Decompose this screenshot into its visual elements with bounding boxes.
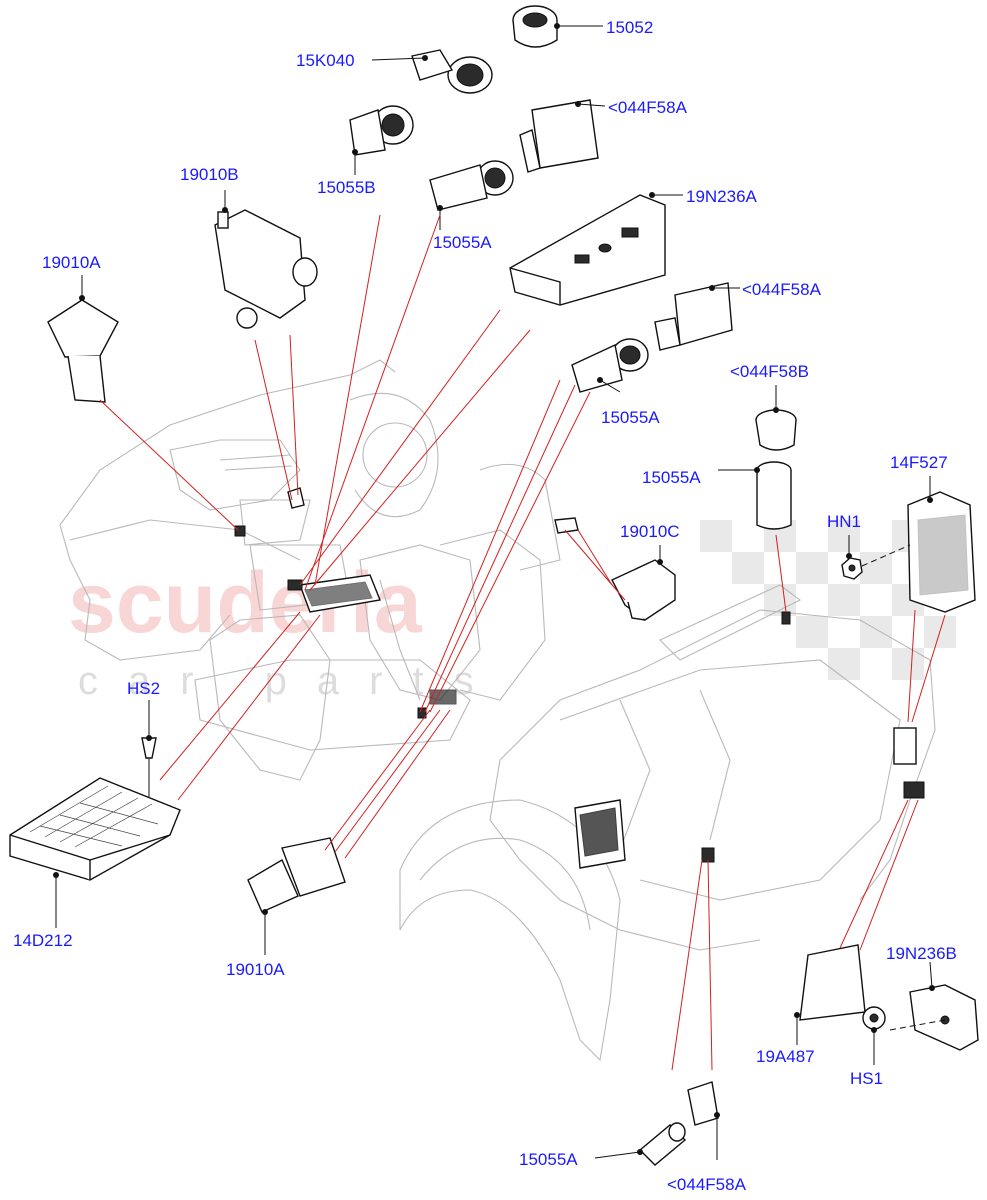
part-15052-illustration: [512, 5, 558, 48]
label-19A487: 19A487: [756, 1047, 815, 1066]
vehicle-small-components: [234, 487, 925, 869]
label-15055A-4: 15055A: [519, 1150, 578, 1169]
part-HN1-illustration: [841, 557, 863, 580]
label-15052: 15052: [606, 18, 653, 37]
leader-lines: [55, 25, 946, 1160]
part-19010C-illustration: [611, 559, 676, 621]
label-15055A-3: 15055A: [642, 468, 701, 487]
part-044F58A-bottom-illustration: [687, 1081, 719, 1126]
callout-labels: 15052 15K040 <044F58A 15055B 19010B 1505…: [13, 18, 957, 1194]
label-044F58A-3: <044F58A: [667, 1175, 747, 1194]
part-044F58B-illustration: [755, 409, 797, 451]
part-19N236A-illustration: [509, 194, 666, 306]
part-044F58A-mid-illustration: [654, 282, 733, 351]
label-15055A-1: 15055A: [433, 233, 492, 252]
label-15K040: 15K040: [296, 51, 355, 70]
label-19010A-1: 19010A: [42, 253, 101, 272]
part-15055A-3-illustration: [756, 461, 792, 530]
label-19010A-2: 19010A: [226, 960, 285, 979]
vehicle-interior-outline: [59, 359, 936, 1062]
label-19010B: 19010B: [180, 165, 239, 184]
part-15055A-4-illustration: [638, 1122, 687, 1166]
label-044F58A-1: <044F58A: [608, 98, 688, 117]
label-HN1: HN1: [827, 512, 861, 531]
label-14F527: 14F527: [890, 453, 948, 472]
part-HS1-illustration: [862, 1006, 886, 1030]
connection-lines: [99, 214, 946, 1071]
part-19A487-illustration: [799, 944, 866, 1021]
label-044F58A-2: <044F58A: [742, 280, 822, 299]
part-15055A-1-illustration: [429, 160, 514, 211]
label-14D212: 14D212: [13, 931, 73, 950]
part-14F527-illustration: [907, 491, 976, 613]
label-19010C: 19010C: [620, 522, 680, 541]
part-15055B-illustration: [349, 105, 414, 156]
part-19010B-illustration: [214, 209, 318, 329]
label-15055B: 15055B: [317, 178, 376, 197]
part-19010A-top-illustration: [47, 299, 119, 403]
label-19N236A: 19N236A: [686, 187, 758, 206]
label-044F58B: <044F58B: [730, 362, 809, 381]
label-HS1: HS1: [850, 1069, 883, 1088]
label-HS2: HS2: [127, 679, 160, 698]
callout-dots: [53, 23, 935, 1155]
part-044F58A-top-illustration: [519, 99, 599, 173]
watermark-sub: car parts: [78, 659, 504, 703]
part-15K040-illustration: [411, 49, 493, 94]
part-15055A-2-illustration: [571, 338, 649, 393]
label-15055A-2: 15055A: [601, 408, 660, 427]
part-19010A-bottom-illustration: [247, 837, 346, 913]
label-19N236B: 19N236B: [886, 944, 957, 963]
part-14D212-illustration: [9, 777, 181, 881]
part-19N236B-illustration: [909, 984, 979, 1051]
